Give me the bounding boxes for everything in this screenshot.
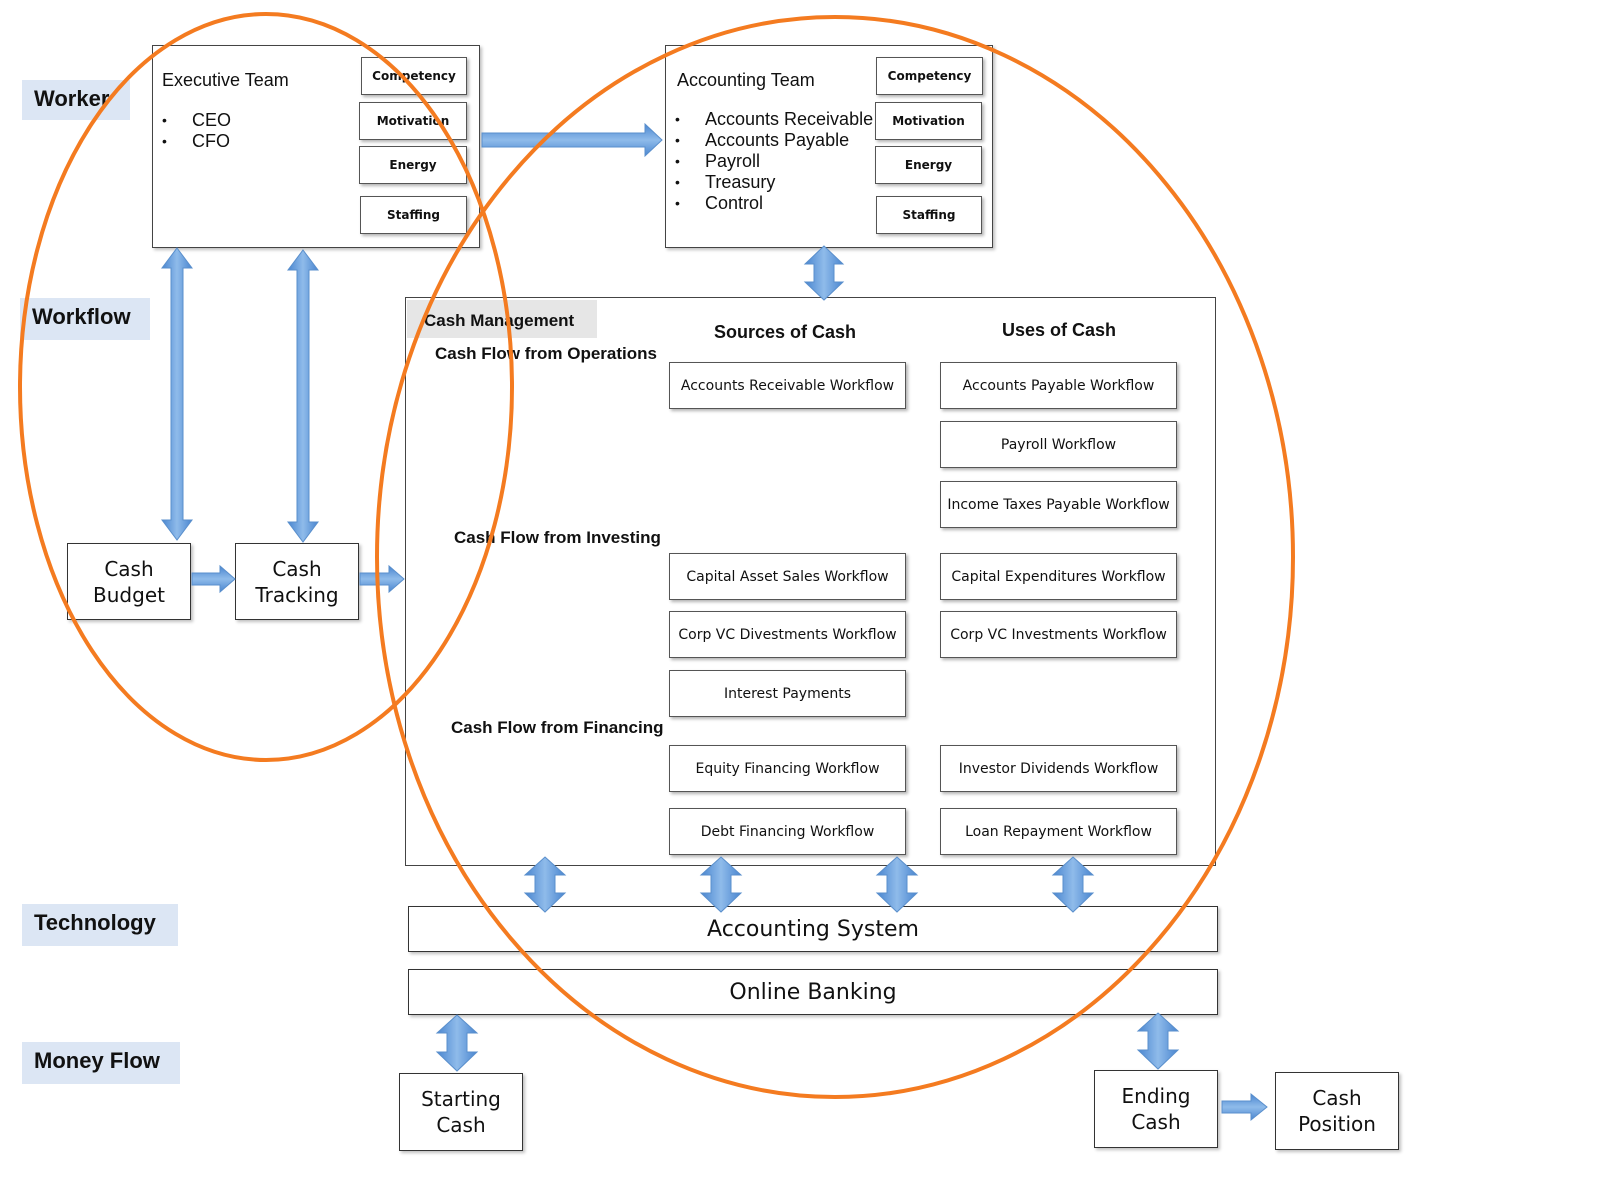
workflow-corp-vc-investments: Corp VC Investments Workflow <box>940 611 1177 658</box>
double-arrow-exec-tracking <box>287 249 319 543</box>
executive-team-members: CEO CFO <box>162 110 231 152</box>
exec-energy: Energy <box>359 146 467 184</box>
arrow-budget-to-tracking <box>191 564 236 594</box>
arrow-exec-to-accounting <box>481 122 663 158</box>
uses-of-cash-header: Uses of Cash <box>1002 320 1117 340</box>
double-arrow-exec-budget <box>161 247 193 541</box>
member-cfo: CFO <box>162 131 231 152</box>
workflow-investor-dividends: Investor Dividends Workflow <box>940 745 1177 792</box>
double-arrow-accounting-cashmgmt <box>803 245 845 301</box>
member-accounts-payable: Accounts Payable <box>675 130 873 151</box>
cash-position-label: Cash Position <box>1298 1086 1376 1136</box>
investing-section-label: Cash Flow from Investing <box>454 528 661 547</box>
operations-section-label: Cash Flow from Operations <box>435 344 657 363</box>
ending-cash-box: Ending Cash <box>1094 1070 1218 1148</box>
accounting-team-title: Accounting Team <box>677 70 815 90</box>
workflow-interest-payments: Interest Payments <box>669 670 906 717</box>
member-ceo: CEO <box>162 110 231 131</box>
exec-motivation: Motivation <box>359 102 467 140</box>
financing-section-label: Cash Flow from Financing <box>451 718 664 737</box>
ending-cash-label: Ending Cash <box>1121 1084 1191 1134</box>
acct-competency: Competency <box>876 57 983 95</box>
workflow-payroll: Payroll Workflow <box>940 421 1177 468</box>
double-arrow-banking-ending <box>1136 1012 1180 1070</box>
arrow-tracking-to-cashmgmt <box>359 564 405 594</box>
starting-cash-label: Starting Cash <box>421 1087 501 1137</box>
member-treasury: Treasury <box>675 172 873 193</box>
cash-position-box: Cash Position <box>1275 1072 1399 1150</box>
member-accounts-receivable: Accounts Receivable <box>675 109 873 130</box>
layer-label-technology: Technology <box>22 904 178 946</box>
arrow-ending-to-position <box>1221 1092 1268 1122</box>
member-control: Control <box>675 193 873 214</box>
online-banking-bar: Online Banking <box>408 969 1218 1015</box>
starting-cash-box: Starting Cash <box>399 1073 523 1151</box>
member-payroll: Payroll <box>675 151 873 172</box>
workflow-corp-vc-divestments: Corp VC Divestments Workflow <box>669 611 906 658</box>
workflow-capital-asset-sales: Capital Asset Sales Workflow <box>669 553 906 600</box>
layer-label-worker: Worker <box>22 80 130 120</box>
exec-staffing: Staffing <box>360 196 467 234</box>
workflow-debt-financing: Debt Financing Workflow <box>669 808 906 855</box>
workflow-accounts-payable: Accounts Payable Workflow <box>940 362 1177 409</box>
accounting-system-bar: Accounting System <box>408 906 1218 952</box>
cash-tracking-label: Cash Tracking <box>255 556 339 607</box>
acct-motivation: Motivation <box>875 102 982 140</box>
workflow-capital-expenditures: Capital Expenditures Workflow <box>940 553 1177 600</box>
workflow-accounts-receivable: Accounts Receivable Workflow <box>669 362 906 409</box>
accounting-team-members: Accounts Receivable Accounts Payable Pay… <box>675 109 873 214</box>
cash-budget-box: Cash Budget <box>67 543 191 620</box>
workflow-loan-repayment: Loan Repayment Workflow <box>940 808 1177 855</box>
layer-label-workflow: Workflow <box>20 298 150 340</box>
sources-of-cash-header: Sources of Cash <box>714 322 857 342</box>
executive-team-title: Executive Team <box>162 70 289 90</box>
cash-management-title: Cash Management <box>424 311 575 330</box>
exec-competency: Competency <box>361 57 467 95</box>
cash-budget-label: Cash Budget <box>93 556 165 607</box>
workflow-equity-financing: Equity Financing Workflow <box>669 745 906 792</box>
workflow-income-taxes-payable: Income Taxes Payable Workflow <box>940 481 1177 528</box>
cash-tracking-box: Cash Tracking <box>235 543 359 620</box>
double-arrow-banking-starting <box>435 1014 479 1072</box>
layer-label-money-flow: Money Flow <box>22 1042 180 1084</box>
acct-staffing: Staffing <box>876 196 982 234</box>
acct-energy: Energy <box>875 146 982 184</box>
